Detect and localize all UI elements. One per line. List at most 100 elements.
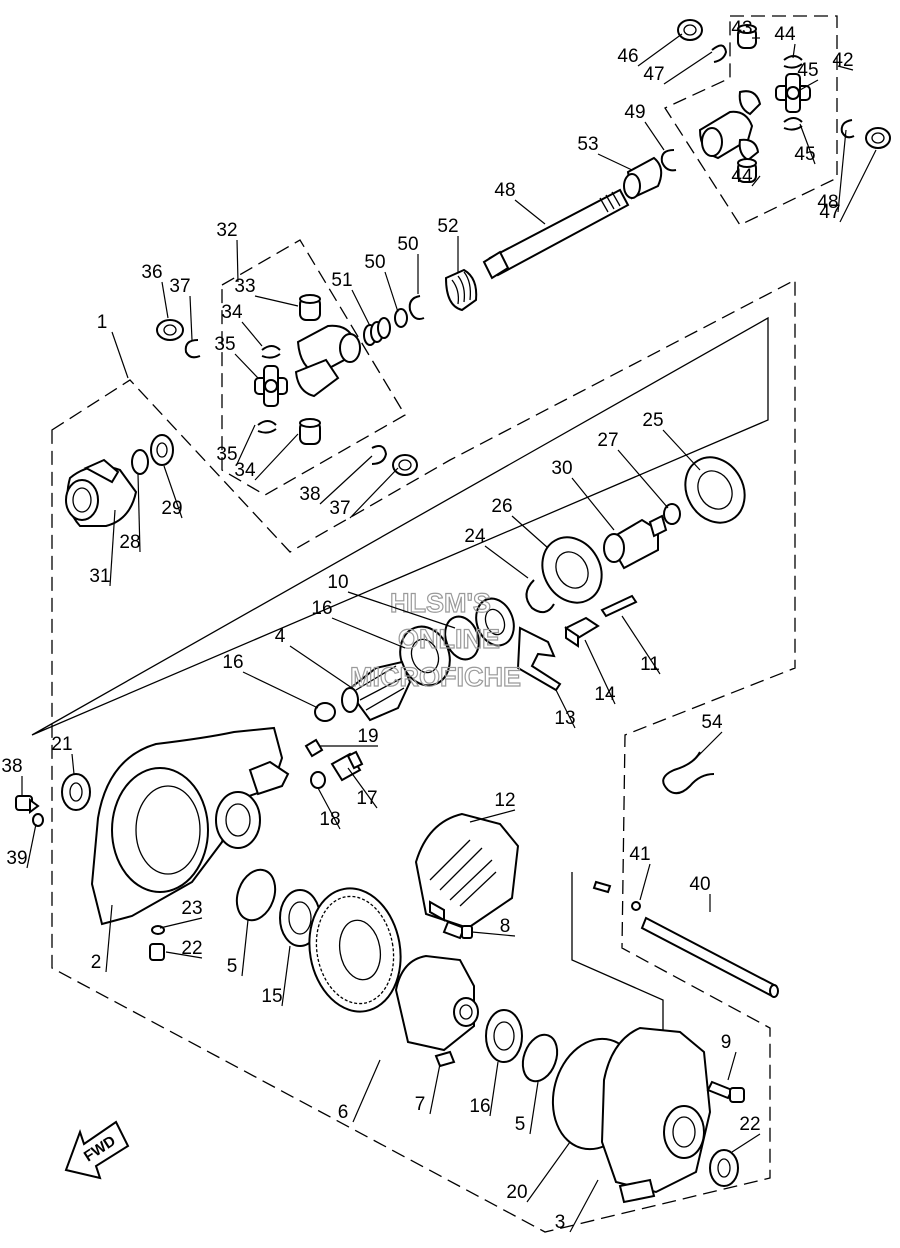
callout-number: 13 xyxy=(554,708,575,729)
leader-line xyxy=(489,1061,499,1117)
leader-line xyxy=(555,689,576,729)
leader-line xyxy=(331,617,406,649)
leader-line xyxy=(241,919,249,977)
leader-line xyxy=(471,931,516,937)
leader-line xyxy=(26,823,37,869)
leader-line xyxy=(71,753,75,775)
callout-number: 34 xyxy=(221,302,243,323)
callout-number: 35 xyxy=(216,444,237,465)
bolt-part-9 xyxy=(706,1080,745,1103)
leader-line xyxy=(351,289,371,327)
leader-line xyxy=(241,321,263,347)
callout-number: 9 xyxy=(721,1032,732,1053)
leader-line xyxy=(837,129,847,213)
circlip-part-25 xyxy=(525,579,555,614)
circlip-part-50-mid xyxy=(408,295,425,320)
callout-number: 19 xyxy=(357,726,378,747)
callout-number: 40 xyxy=(689,874,710,895)
leader-lines xyxy=(21,33,877,1233)
circlip-part-35-top xyxy=(261,345,281,359)
leader-line xyxy=(837,65,854,71)
leader-line xyxy=(663,51,713,85)
callout-number: 37 xyxy=(169,276,190,297)
spider-part-36 xyxy=(254,365,288,407)
yoke-part-43 xyxy=(698,90,762,162)
callout-number: 18 xyxy=(319,809,340,830)
gasket-part-5-left xyxy=(235,868,277,922)
housing-part-2 xyxy=(90,726,290,926)
leader-line xyxy=(727,1051,737,1081)
callout-number: 6 xyxy=(338,1102,349,1123)
leader-line xyxy=(571,477,615,531)
leader-line xyxy=(236,424,256,465)
clip-part-38-top xyxy=(184,339,201,359)
callout-number: 38 xyxy=(1,756,22,777)
bearing-cap-part-44-bottom xyxy=(737,158,757,183)
callout-number: 42 xyxy=(832,50,853,71)
leader-line xyxy=(165,951,203,959)
spring-part-52 xyxy=(363,317,391,346)
clip-part-55 xyxy=(662,751,715,795)
leader-line xyxy=(189,295,193,341)
washer-part-51 xyxy=(394,308,408,328)
washer-part-19 xyxy=(310,771,326,789)
leader-line xyxy=(662,429,701,471)
callout-number: 49 xyxy=(624,102,645,123)
bolt-part-8 xyxy=(442,920,473,940)
callout-number: 41 xyxy=(629,844,650,865)
callout-number: 5 xyxy=(227,956,238,977)
watermark-line-1: HLSM'S xyxy=(390,588,491,618)
outline-group-1 xyxy=(51,278,796,1233)
leader-line xyxy=(319,455,373,505)
callout-number: 16 xyxy=(222,652,243,673)
leader-line xyxy=(639,863,651,901)
cover-part-3 xyxy=(600,1026,712,1204)
callout-number: 16 xyxy=(311,598,332,619)
nut-part-30 xyxy=(150,434,174,466)
callout-number: 38 xyxy=(299,484,320,505)
sensor-part-18 xyxy=(330,750,364,782)
leader-line xyxy=(526,1141,571,1203)
callout-number: 43 xyxy=(731,18,752,39)
callout-number: 1 xyxy=(97,312,108,333)
fork-part-13 xyxy=(516,626,562,692)
cap-part-37-top xyxy=(156,319,184,341)
callout-number: 3 xyxy=(555,1212,566,1233)
leader-line xyxy=(799,79,819,91)
callout-number: 28 xyxy=(119,532,140,553)
callout-number: 16 xyxy=(469,1096,490,1117)
ring-gear-part-6 xyxy=(308,887,402,1013)
leader-line xyxy=(281,945,291,1007)
callout-number: 36 xyxy=(141,262,162,283)
callout-number: 45 xyxy=(794,144,815,165)
callout-number: 51 xyxy=(331,270,352,291)
leader-line xyxy=(352,1059,381,1123)
outline-group-43 xyxy=(664,15,838,226)
callout-number: 22 xyxy=(739,1114,760,1135)
leader-line xyxy=(105,904,113,973)
outline-inner-case xyxy=(31,316,769,736)
callout-number: 44 xyxy=(731,166,753,187)
shaft-part-41 xyxy=(640,916,779,998)
leader-line xyxy=(317,787,341,830)
fwd-arrow-icon: FWD xyxy=(64,1120,130,1180)
callout-number: 45 xyxy=(797,60,818,81)
washer-part-40 xyxy=(32,813,44,827)
boot-part-53 xyxy=(444,268,478,312)
leader-line xyxy=(621,615,661,675)
callout-number: 15 xyxy=(261,986,282,1007)
callout-number: 8 xyxy=(500,916,511,937)
callout-number: 29 xyxy=(161,498,182,519)
leader-line xyxy=(644,121,665,151)
callout-number: 27 xyxy=(597,430,618,451)
callout-number: 11 xyxy=(640,654,660,675)
pinion-gear-part-4 xyxy=(341,660,412,722)
cap-part-37-bottom xyxy=(392,454,418,476)
circlip-part-50-top xyxy=(660,149,677,172)
leader-line xyxy=(637,33,683,67)
watermark: HLSM'S ONLINE MICROFICHE xyxy=(349,587,521,692)
leader-line xyxy=(484,545,529,579)
circlip-part-45-bottom xyxy=(783,117,803,131)
bushing-part-54 xyxy=(623,156,663,200)
